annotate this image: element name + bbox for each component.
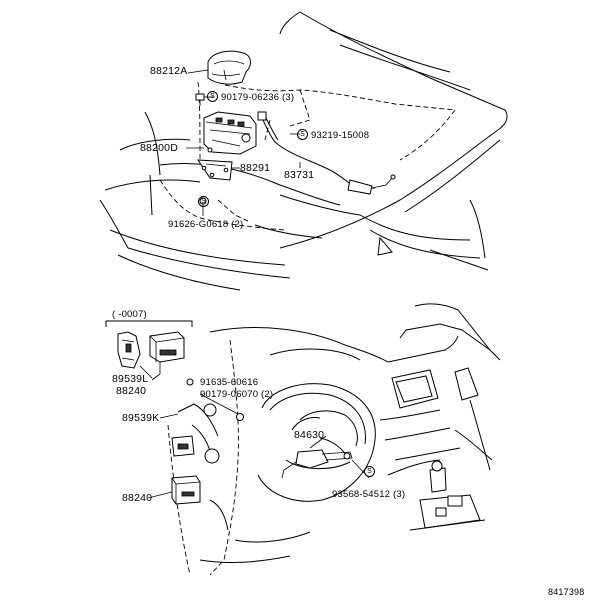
bolt-90179-06070	[236, 413, 244, 421]
label-91626-G0618: 91626-G0618 (2)	[168, 219, 244, 230]
s-bubble-icon: S	[297, 129, 308, 140]
label-89539L: 89539L	[112, 373, 149, 385]
dashed-leaders-top	[159, 81, 456, 231]
label-84630: 84630	[294, 429, 325, 441]
bolt-90179-06236	[195, 93, 205, 106]
label-90179-06070: 90179-06070 (2)	[200, 389, 274, 400]
label-88240-lower: 88240	[122, 492, 153, 504]
part-88240-lower-ecu	[171, 475, 201, 505]
label-89539K: 89539K	[122, 412, 160, 424]
s-bubble-icon: S	[198, 196, 209, 208]
part-89539L-bracket	[117, 331, 141, 369]
label-bracket-note: ( -0007)	[112, 309, 147, 320]
label-91626-bubble: S	[198, 194, 212, 212]
nut-91635-60616	[186, 378, 194, 386]
label-93568-54512: 93568-54512 (3)	[332, 489, 406, 500]
label-88200D: 88200D	[140, 142, 178, 154]
side-panel-89539K	[167, 339, 239, 576]
s-bubble-icon: S	[364, 466, 375, 478]
part-88200D-actuator	[203, 111, 257, 155]
part-88240-upper-ecu	[149, 331, 185, 363]
part-88291-bracket	[197, 159, 233, 181]
label-88212A: 88212A	[150, 65, 188, 77]
dashboard-outline	[199, 303, 501, 563]
label-91635-60616: 91635-60616	[200, 377, 259, 388]
inset-bracket	[105, 320, 193, 327]
label-83731: 83731	[284, 169, 315, 181]
label-88240-upper: 88240	[116, 385, 147, 397]
label-88291: 88291	[240, 162, 271, 174]
vehicle-front-outline	[99, 11, 508, 291]
s-bubble-icon: S	[207, 91, 218, 102]
part-83731-cable	[257, 111, 396, 195]
drawing-number: 8417398	[548, 587, 585, 597]
part-88212A-cover	[207, 50, 251, 85]
label-93568-bubble: S	[364, 464, 378, 482]
